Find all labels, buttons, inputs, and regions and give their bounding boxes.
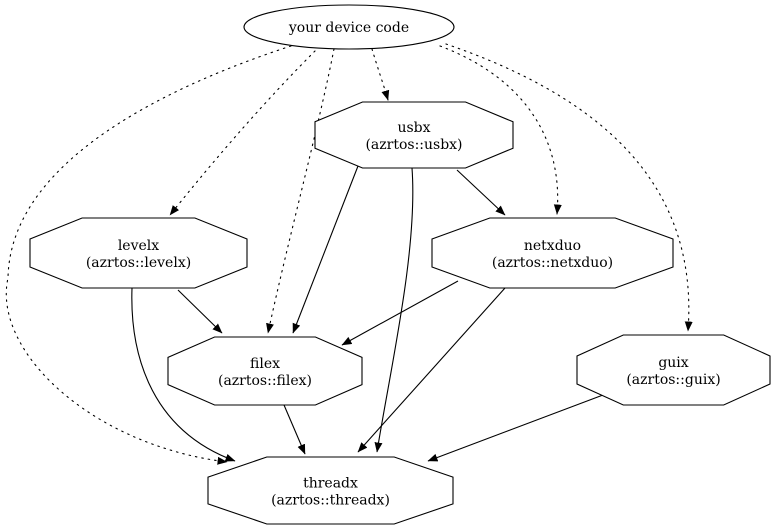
edge-device-levelx: [169, 50, 316, 216]
edge-device-netxduo: [439, 45, 562, 215]
threadx-label-line1: threadx: [303, 476, 358, 492]
guix-label-line2: (azrtos::guix): [626, 372, 720, 388]
edge-filex-threadx: [283, 404, 306, 455]
usbx-label-line2: (azrtos::usbx): [365, 137, 462, 153]
node-levelx: levelx(azrtos::levelx): [29, 217, 248, 289]
edge-device-usbx: [371, 48, 390, 101]
node-threadx: threadx(azrtos::threadx): [207, 456, 454, 525]
threadx-octagon: [207, 456, 454, 525]
device-label-line1: your device code: [288, 20, 409, 36]
filex-label-line1: filex: [250, 356, 280, 372]
edge-levelx-threadx: [131, 287, 236, 462]
node-netxduo: netxduo(azrtos::netxduo): [431, 217, 674, 289]
node-device: your device code: [243, 4, 455, 50]
edge-guix-threadx: [427, 394, 604, 462]
edge-levelx-filex: [177, 289, 223, 334]
netxduo-label-line1: netxduo: [524, 238, 581, 254]
levelx-label-line2: (azrtos::levelx): [86, 255, 191, 271]
edge-netxduo-filex: [341, 280, 459, 346]
levelx-octagon: [29, 217, 248, 289]
node-guix: guix(azrtos::guix): [576, 334, 771, 406]
node-filex: filex(azrtos::filex): [167, 336, 363, 406]
edge-usbx-netxduo: [456, 169, 506, 216]
edges-layer: [5, 43, 693, 465]
guix-label-line1: guix: [658, 355, 688, 371]
levelx-label-line1: levelx: [118, 238, 159, 254]
filex-octagon: [167, 336, 363, 406]
edge-device-threadx: [5, 45, 292, 465]
usbx-octagon: [314, 101, 514, 169]
edge-netxduo-threadx: [357, 287, 506, 453]
device-ellipse: [243, 4, 455, 50]
edge-device-filex: [266, 48, 335, 334]
edge-usbx-threadx: [374, 167, 414, 453]
guix-octagon: [576, 334, 771, 406]
netxduo-octagon: [431, 217, 674, 289]
netxduo-label-line2: (azrtos::netxduo): [492, 255, 613, 271]
edge-usbx-filex: [292, 165, 359, 334]
threadx-label-line2: (azrtos::threadx): [271, 493, 390, 509]
filex-label-line2: (azrtos::filex): [218, 373, 312, 389]
nodes-layer: your device codeusbx(azrtos::usbx)levelx…: [29, 4, 771, 525]
usbx-label-line1: usbx: [397, 120, 430, 136]
node-usbx: usbx(azrtos::usbx): [314, 101, 514, 169]
